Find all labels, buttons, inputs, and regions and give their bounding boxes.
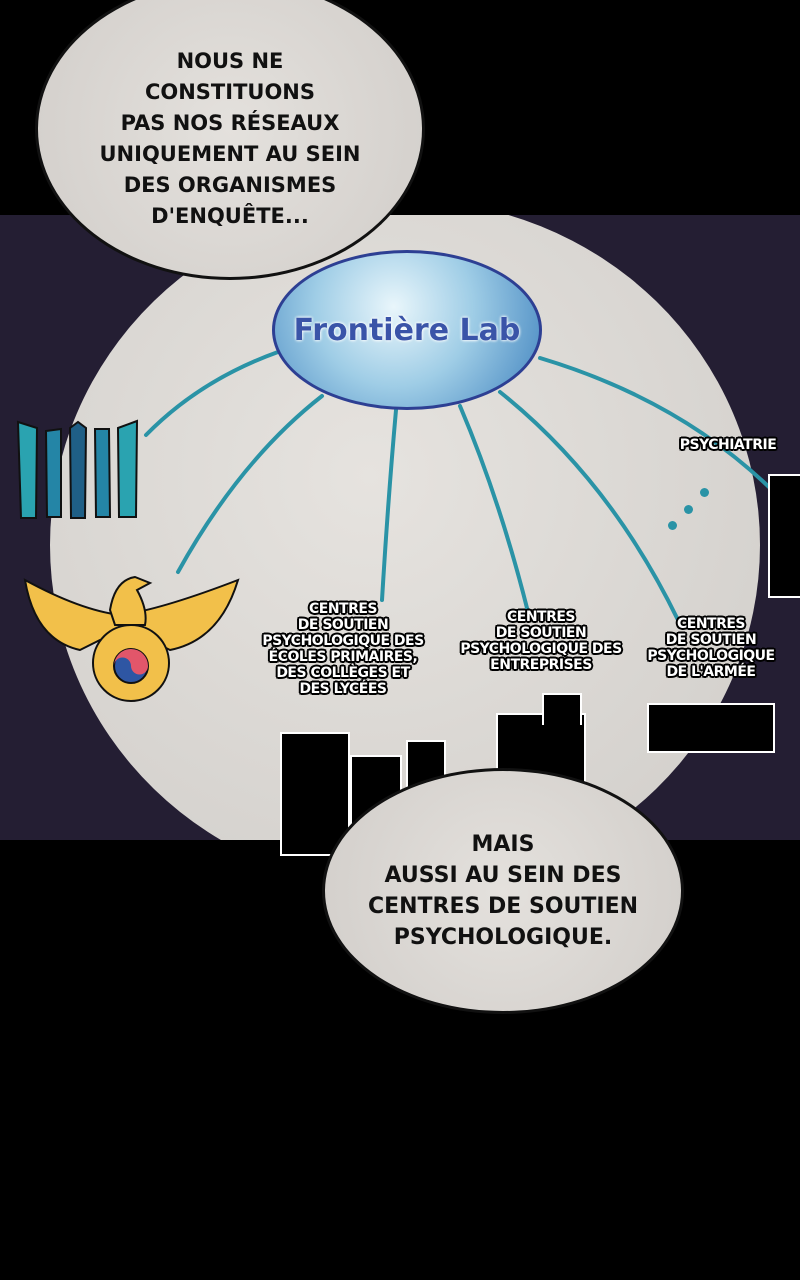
- link-army: [498, 390, 680, 622]
- ellipsis-dot: [700, 488, 709, 497]
- link-police: [176, 394, 324, 574]
- ellipsis-dot: [684, 505, 693, 514]
- link-schools: [380, 408, 398, 602]
- bubble-line: DES ORGANISMES: [123, 173, 337, 197]
- psychiatry-building: [768, 474, 800, 598]
- bubble-line: PSYCHOLOGIQUE.: [393, 925, 613, 950]
- bubble-line: CENTRES DE SOUTIEN: [367, 894, 639, 919]
- bubble-line: PAS NOS RÉSEAUX: [120, 111, 340, 135]
- link-companies: [458, 404, 530, 614]
- company-building-top: [542, 693, 582, 725]
- bubble-line: D'ENQUÊTE...: [151, 204, 309, 228]
- police-emblem-icon: [23, 575, 240, 702]
- speech-bubble-bottom: MAIS AUSSI AU SEIN DES CENTRES DE SOUTIE…: [322, 768, 684, 1014]
- frontiere-lab-node: Frontière Lab: [272, 250, 542, 410]
- prosecution-emblem-icon: [16, 419, 139, 519]
- army-building: [647, 703, 775, 753]
- bubble-line: CONSTITUONS: [144, 80, 315, 104]
- bubble-line: AUSSI AU SEIN DES: [384, 863, 622, 888]
- bubble-line: UNIQUEMENT AU SEIN: [99, 142, 361, 166]
- psychiatry-label: PSYCHIATRIE: [679, 437, 777, 453]
- link-prosecution: [144, 350, 280, 437]
- ellipsis-dot: [668, 521, 677, 530]
- link-psychiatry: [538, 356, 774, 492]
- frontiere-lab-label: Frontière Lab: [293, 312, 521, 348]
- speech-bubble-top: NOUS NE CONSTITUONS PAS NOS RÉSEAUX UNIQ…: [35, 0, 425, 280]
- bubble-line: MAIS: [471, 832, 535, 857]
- bubble-line: NOUS NE: [176, 49, 284, 73]
- school-building: [280, 732, 350, 856]
